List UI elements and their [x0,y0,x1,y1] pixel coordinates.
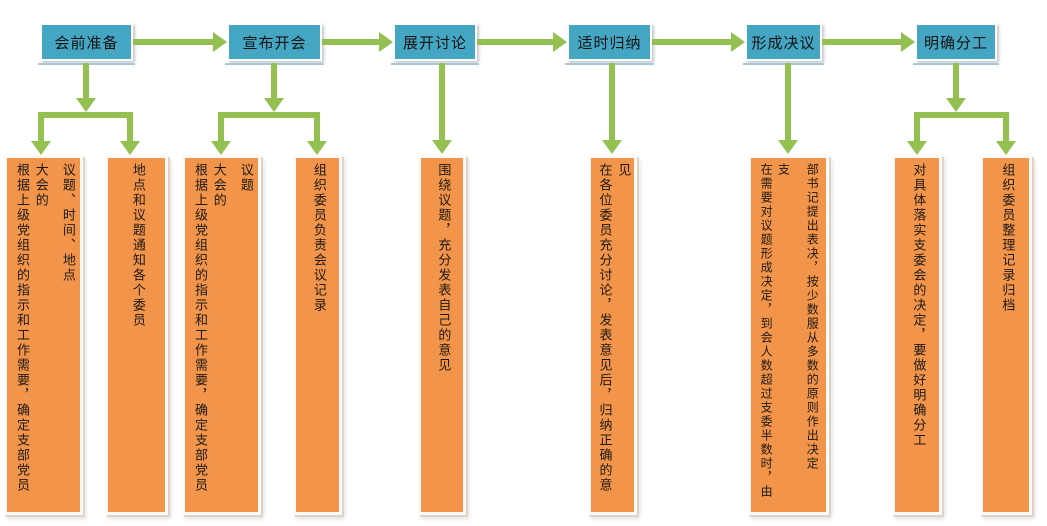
arrow-head-icon [553,32,567,52]
step-box-3: 展开讨论 [391,23,479,65]
arrow-shaft [218,112,224,141]
detail-box-step6-b: 组织委员整理记录归档 [980,155,1032,515]
arrow-shaft [133,39,213,45]
step-box-4: 适时归纳 [565,23,654,65]
step-label: 形成决议 [751,33,816,52]
detail-box-step2-b: 组织委员负责会议记录 [293,155,342,515]
arrow-head-icon [901,32,915,52]
arrow-shaft [271,63,277,98]
arrow-shaft [652,39,731,45]
arrow-head-icon [120,141,140,155]
detail-box-step3: 围绕议题，充分发表自己的意见 [418,155,466,515]
arrow-shaft [314,112,320,141]
arrow-shaft [83,63,89,98]
arrow-head-icon [432,140,452,154]
arrow-shaft [477,39,553,45]
detail-box-step1-b: 地点和议题通知各个委员 [105,155,168,515]
arrow-shaft [1003,112,1009,141]
step-box-6: 明确分工 [913,23,999,65]
detail-box-step4: 在各位委员充分讨论，发表意见后，归纳正确的意见 [588,155,637,515]
detail-box-step5: 在需要对议题形成决定，到会人数超过支委半数时，由支 部书记提出表决，按少数服从多… [748,155,829,515]
vertical-text-column: 对具体落实支委会的决定，要做好明确分工 [910,163,926,448]
arrow-head-icon [996,141,1016,155]
vertical-text-column: 围绕议题，充分发表自己的意见 [435,163,451,373]
branch-bar [914,112,1009,118]
arrow-shaft [127,112,133,141]
arrow-head-icon [211,141,231,155]
step-label: 明确分工 [923,33,988,52]
arrow-head-icon [76,98,96,112]
vertical-text-column: 部书记提出表决，按少数服从多数的原则作出决定 [805,163,820,471]
branch-bar [38,112,133,118]
step-box-2: 宣布开会 [225,23,324,65]
step-label: 宣布开会 [242,33,307,52]
arrow-shaft [953,63,959,98]
arrow-shaft [439,63,445,140]
step-label: 会前准备 [54,33,119,52]
branch-bar [218,112,320,118]
arrow-shaft [785,63,791,140]
vertical-text-column: 组织委员负责会议记录 [310,163,326,313]
vertical-text-column: 在需要对议题形成决定，到会人数超过支委半数时，由支 [759,163,791,499]
step-label: 展开讨论 [402,33,467,52]
arrow-head-icon [946,98,966,112]
arrow-head-icon [31,141,51,155]
step-label: 适时归纳 [577,33,642,52]
arrow-head-icon [307,141,327,155]
detail-box-step1-a: 根据上级党组织的指示和工作需要，确定支部党员大会的 议题、时间、地点 [4,155,83,515]
vertical-text-column: 根据上级党组织的指示和工作需要，确定支部党员大会的 [13,163,48,493]
arrow-shaft [914,112,920,141]
arrow-head-icon [379,32,393,52]
arrow-shaft [609,63,615,140]
vertical-text-column: 地点和议题通知各个委员 [129,163,145,328]
vertical-text-column: 在各位委员充分讨论，发表意见后，归纳正确的意见 [596,163,631,493]
arrow-head-icon [602,140,622,154]
vertical-text-column: 根据上级党组织的指示和工作需要，确定支部党员大会的 [191,163,226,493]
arrow-head-icon [731,32,745,52]
arrow-head-icon [907,141,927,155]
arrow-shaft [38,112,44,141]
detail-box-step6-a: 对具体落实支委会的决定，要做好明确分工 [892,155,942,515]
arrow-head-icon [213,32,227,52]
vertical-text-column: 议题 [237,163,253,193]
vertical-text-column: 议题、时间、地点 [59,163,75,283]
step-box-1: 会前准备 [38,23,135,65]
arrow-shaft [822,39,901,45]
arrow-shaft [322,39,379,45]
arrow-head-icon [264,98,284,112]
arrow-head-icon [778,140,798,154]
step-box-5: 形成决议 [743,23,824,65]
vertical-text-column: 组织委员整理记录归档 [999,163,1015,313]
detail-box-step2-a: 根据上级党组织的指示和工作需要，确定支部党员大会的 议题 [182,155,261,515]
